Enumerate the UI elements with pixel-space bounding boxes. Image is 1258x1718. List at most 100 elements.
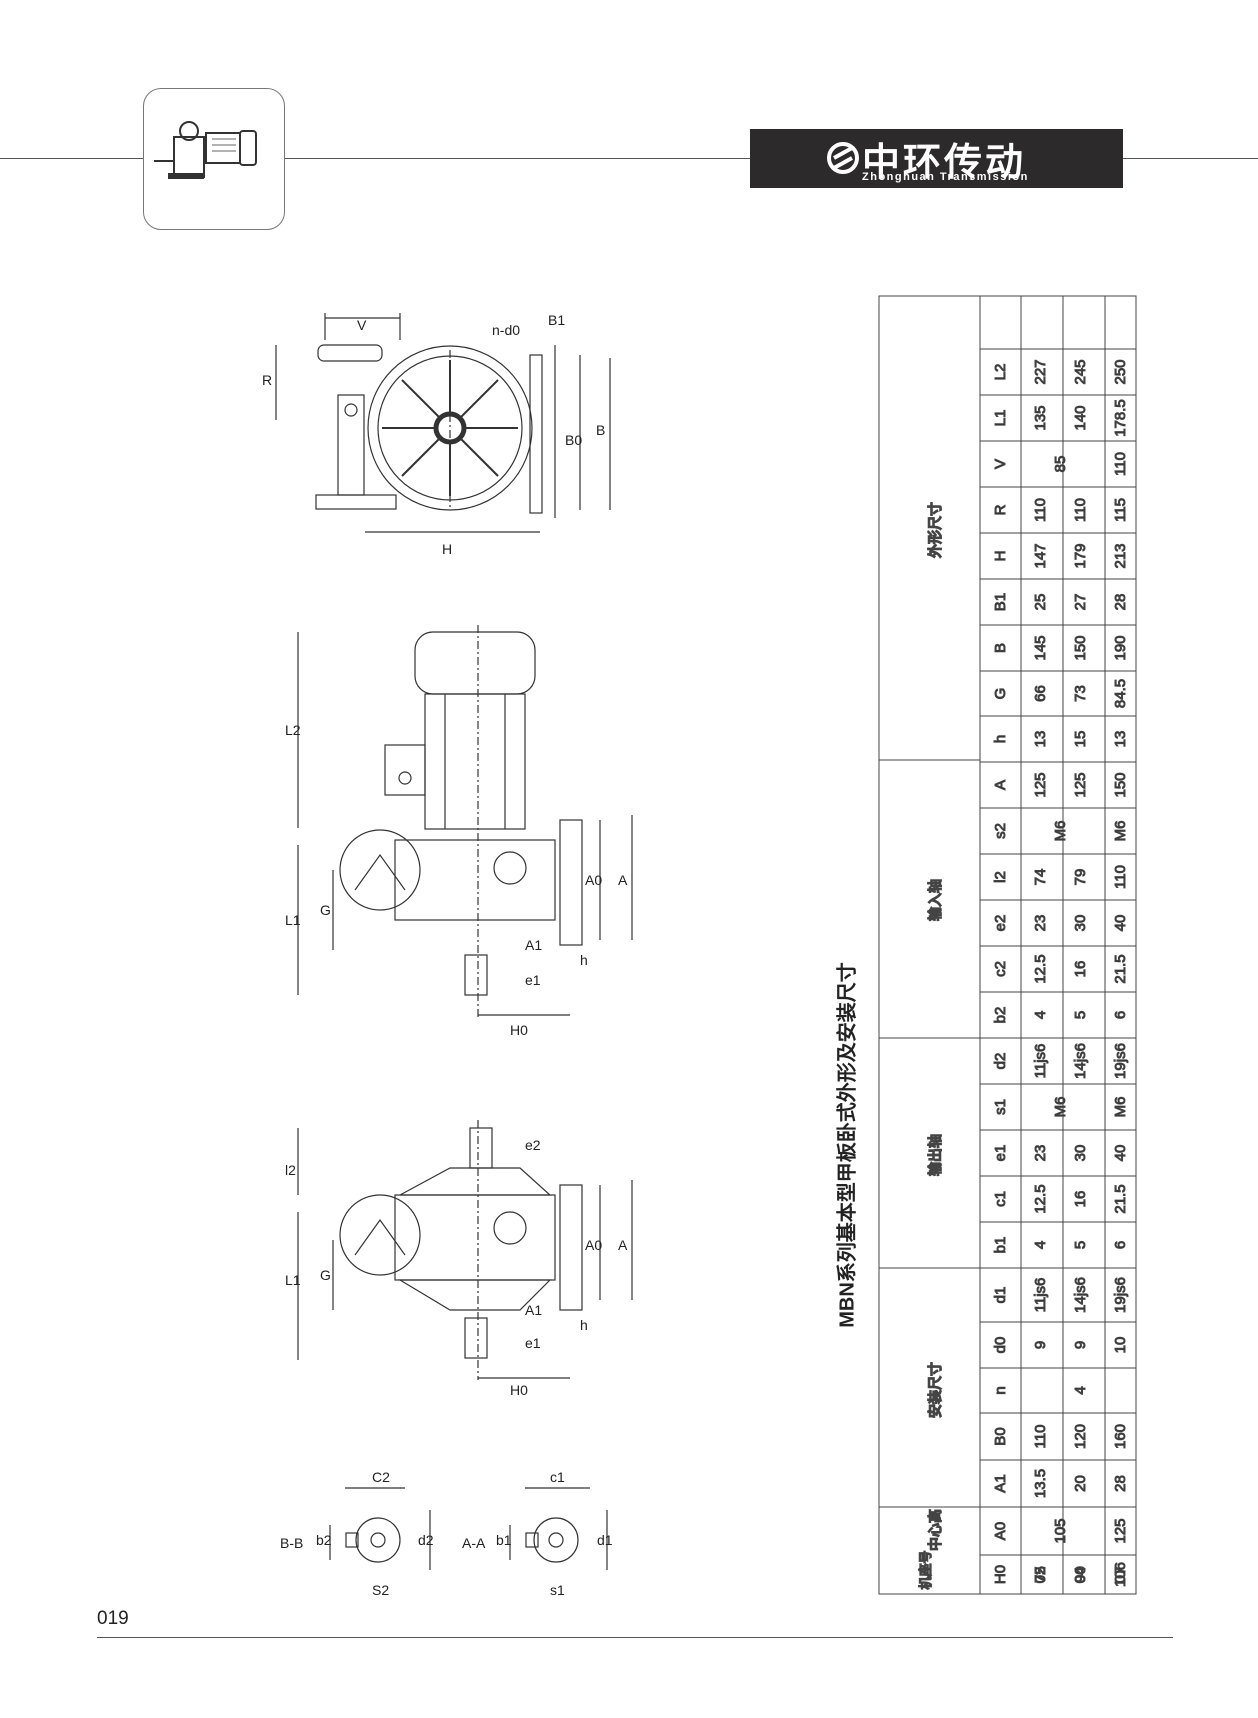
dim-label: c1 [550,1469,565,1485]
dim-label: B [596,422,605,438]
table-group-header: 输入轴 [927,879,943,921]
dim-label: s1 [550,1582,565,1598]
table-cell: 9 [1072,1341,1089,1349]
dim-label: S2 [372,1582,389,1598]
table-cell: 11js6 [1032,1278,1049,1313]
dim-label: n-d0 [492,322,520,338]
table-cell: 150 [1072,635,1089,660]
table-column-name: R [992,504,1009,515]
table-cell: 106 [1112,1562,1129,1587]
dim-label: e1 [525,972,541,988]
table-column-name: G [992,688,1009,700]
table-group-header: 安装尺寸 [927,1362,943,1418]
table-cell: 40 [1112,1145,1129,1162]
table-cell: 125 [1032,772,1049,797]
table-seat-header: 机座号 [918,1550,933,1589]
table-cell: 110 [1112,865,1129,889]
dim-label: b2 [316,1532,332,1548]
table-cell: 9 [1032,1341,1049,1349]
table-cell: 120 [1072,1424,1089,1449]
header-rule [0,158,1258,159]
table-column-name: h [992,735,1009,743]
top-view-drawing [275,313,611,533]
table-cell: 6 [1112,1011,1129,1019]
table-cell: 73 [1072,685,1089,702]
table-cell: 66 [1032,685,1049,702]
table-cell: 125 [1072,772,1089,797]
gearbox-motor-icon [154,121,257,179]
table-cell: 178.5 [1112,399,1129,437]
dim-label: A-A [462,1535,486,1551]
table-cell: 84.5 [1112,679,1129,708]
dim-label: b1 [496,1532,512,1548]
dim-label: V [357,317,367,333]
table-cell: 110 [1032,1425,1049,1449]
dim-label: l2 [285,1162,296,1178]
table-cell: 150 [1112,772,1129,797]
table-cell: 11js6 [1032,1044,1049,1079]
table-column-name: d2 [992,1053,1009,1070]
table-column-name: l2 [992,871,1009,883]
table-cell: 14js6 [1072,1277,1089,1313]
table-cell: M6 [1112,821,1129,842]
table-cell: 135 [1032,405,1049,430]
page-number: 019 [97,1608,129,1629]
table-column-name: B1 [992,593,1009,611]
dim-label: G [320,902,331,918]
table-cell: 245 [1072,359,1089,384]
table-column-name: A0 [992,1522,1009,1540]
table-cell: 10 [1112,1337,1129,1354]
table-column-name: d1 [992,1287,1009,1304]
table-column-name: B [992,643,1009,653]
table-column-name: c1 [992,1191,1009,1207]
table-cell: 125 [1112,1518,1129,1543]
table-cell: 23 [1032,915,1049,932]
table-column-name: b1 [992,1237,1009,1254]
table-column-name: A [992,780,1009,790]
table-cell: 145 [1032,635,1049,660]
dim-label: d2 [418,1532,434,1548]
table-cell-merged: 105 [1052,1518,1069,1543]
table-cell: 21.5 [1112,954,1129,983]
table-cell: 12.5 [1032,1184,1049,1213]
table-cell: 30 [1072,1145,1089,1162]
brand-name-cn: 中环传动 [862,140,1027,184]
table-cell-merged: M6 [1052,1097,1069,1118]
table-cell: 30 [1072,915,1089,932]
table-cell: 79 [1072,869,1089,886]
dim-label: B1 [548,312,565,328]
dim-label: L2 [285,722,301,738]
table-cell: 110 [1032,498,1049,522]
table-seat-number: 07 [1112,1567,1129,1584]
table-cell: 15 [1072,731,1089,748]
dim-label: e1 [525,1335,541,1351]
table-cell: 13.5 [1032,1469,1049,1498]
table-column-name: b2 [992,1007,1009,1024]
table-cell: 20 [1072,1475,1089,1492]
table-group-header: 外形尺寸 [927,502,943,558]
table-column-name: s1 [992,1099,1009,1115]
table-cell: 110 [1112,452,1129,476]
dim-label: A [618,872,628,888]
dim-label: B0 [565,432,582,448]
dim-label: G [320,1267,331,1283]
table-cell: 227 [1032,359,1049,384]
table-cell: 12.5 [1032,954,1049,983]
section-aa-drawing [509,1487,608,1570]
dim-label: L1 [285,1272,301,1288]
table-cell: 115 [1112,498,1129,522]
table-cell: 28 [1112,1475,1129,1492]
table-column-name: e2 [992,915,1009,932]
product-thumbnail [143,88,285,230]
motor-view-drawing [297,625,633,1020]
table-group-header: 输出轴 [927,1134,943,1176]
table-cell: 40 [1112,915,1129,932]
table-cell-merged: M6 [1052,821,1069,842]
table-column-name: n [992,1386,1009,1394]
table-column-name: A1 [992,1474,1009,1492]
table-cell: 250 [1112,359,1129,384]
dim-label: H0 [510,1382,528,1398]
dim-label: h [580,1317,588,1333]
table-column-name: s2 [992,823,1009,839]
